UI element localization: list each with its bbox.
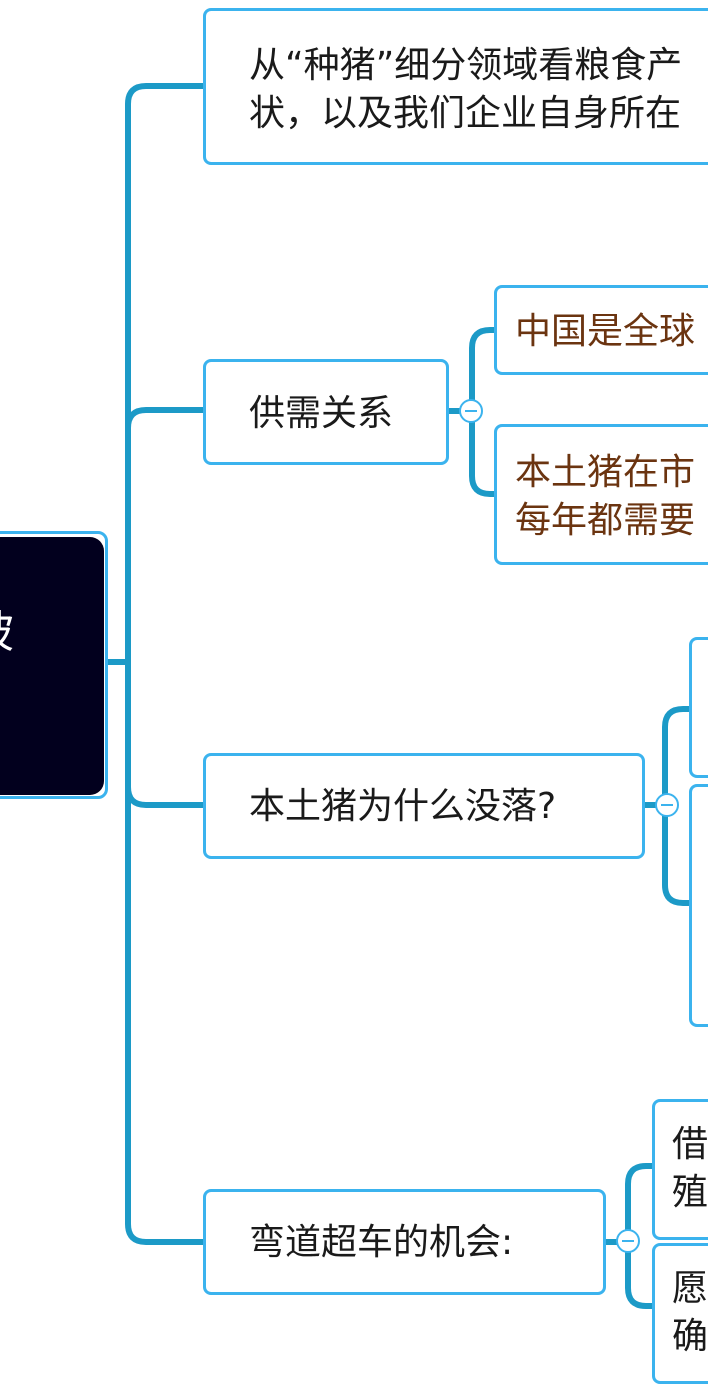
subtopic-opportunity-1[interactable]: 借 殖 — [652, 1099, 708, 1240]
root-node-label: 坡 — [0, 603, 14, 663]
branch-topic-local-pig-decline[interactable]: 本土猪为什么没落? — [203, 753, 645, 859]
connector-branch-supply — [125, 407, 211, 431]
subtopic-opportunity-2[interactable]: 愿 确 — [652, 1243, 708, 1384]
branch-topic-grain[interactable]: 从“种猪”细分领域看粮食产 状，以及我们企业自身所在 — [203, 8, 708, 165]
branch-topic-opportunity[interactable]: 弯道超车的机会: — [203, 1189, 606, 1295]
subtopic-local-pig-market-line2: 每年都需要 — [515, 500, 696, 541]
branch-topic-opportunity-label: 弯道超车的机会: — [249, 1222, 514, 1263]
subtopic-local-pig-market[interactable]: 本土猪在市 每年都需要 — [494, 424, 708, 565]
root-node[interactable]: 坡 — [0, 537, 104, 795]
subtopic-decline-reason-2[interactable] — [689, 784, 708, 1027]
collapse-toggle-decline-icon[interactable] — [655, 793, 679, 817]
subtopic-opportunity-2-line2: 确 — [672, 1316, 708, 1357]
branch-topic-grain-line1: 从“种猪”细分领域看粮食产 — [249, 45, 683, 86]
connector-branch-decline — [125, 784, 211, 808]
subtopic-china-global[interactable]: 中国是全球 — [494, 285, 708, 375]
subtopic-local-pig-market-line1: 本土猪在市 — [515, 452, 696, 493]
subtopic-china-global-label: 中国是全球 — [515, 311, 696, 352]
subtopic-opportunity-1-line2: 殖 — [672, 1172, 708, 1213]
branch-topic-supply-demand[interactable]: 供需关系 — [203, 359, 449, 465]
collapse-toggle-opportunity-icon[interactable] — [616, 1229, 640, 1253]
branch-topic-grain-line2: 状，以及我们企业自身所在 — [249, 93, 682, 134]
connector-trunk — [125, 83, 211, 1245]
subtopic-decline-reason-1[interactable] — [689, 637, 708, 778]
subtopic-opportunity-1-line1: 借 — [672, 1124, 708, 1165]
subtopic-opportunity-2-line1: 愿 — [672, 1268, 708, 1309]
branch-topic-local-pig-decline-label: 本土猪为什么没落? — [249, 786, 557, 827]
collapse-toggle-supply-icon[interactable] — [459, 399, 483, 423]
branch-topic-supply-demand-label: 供需关系 — [249, 393, 394, 434]
